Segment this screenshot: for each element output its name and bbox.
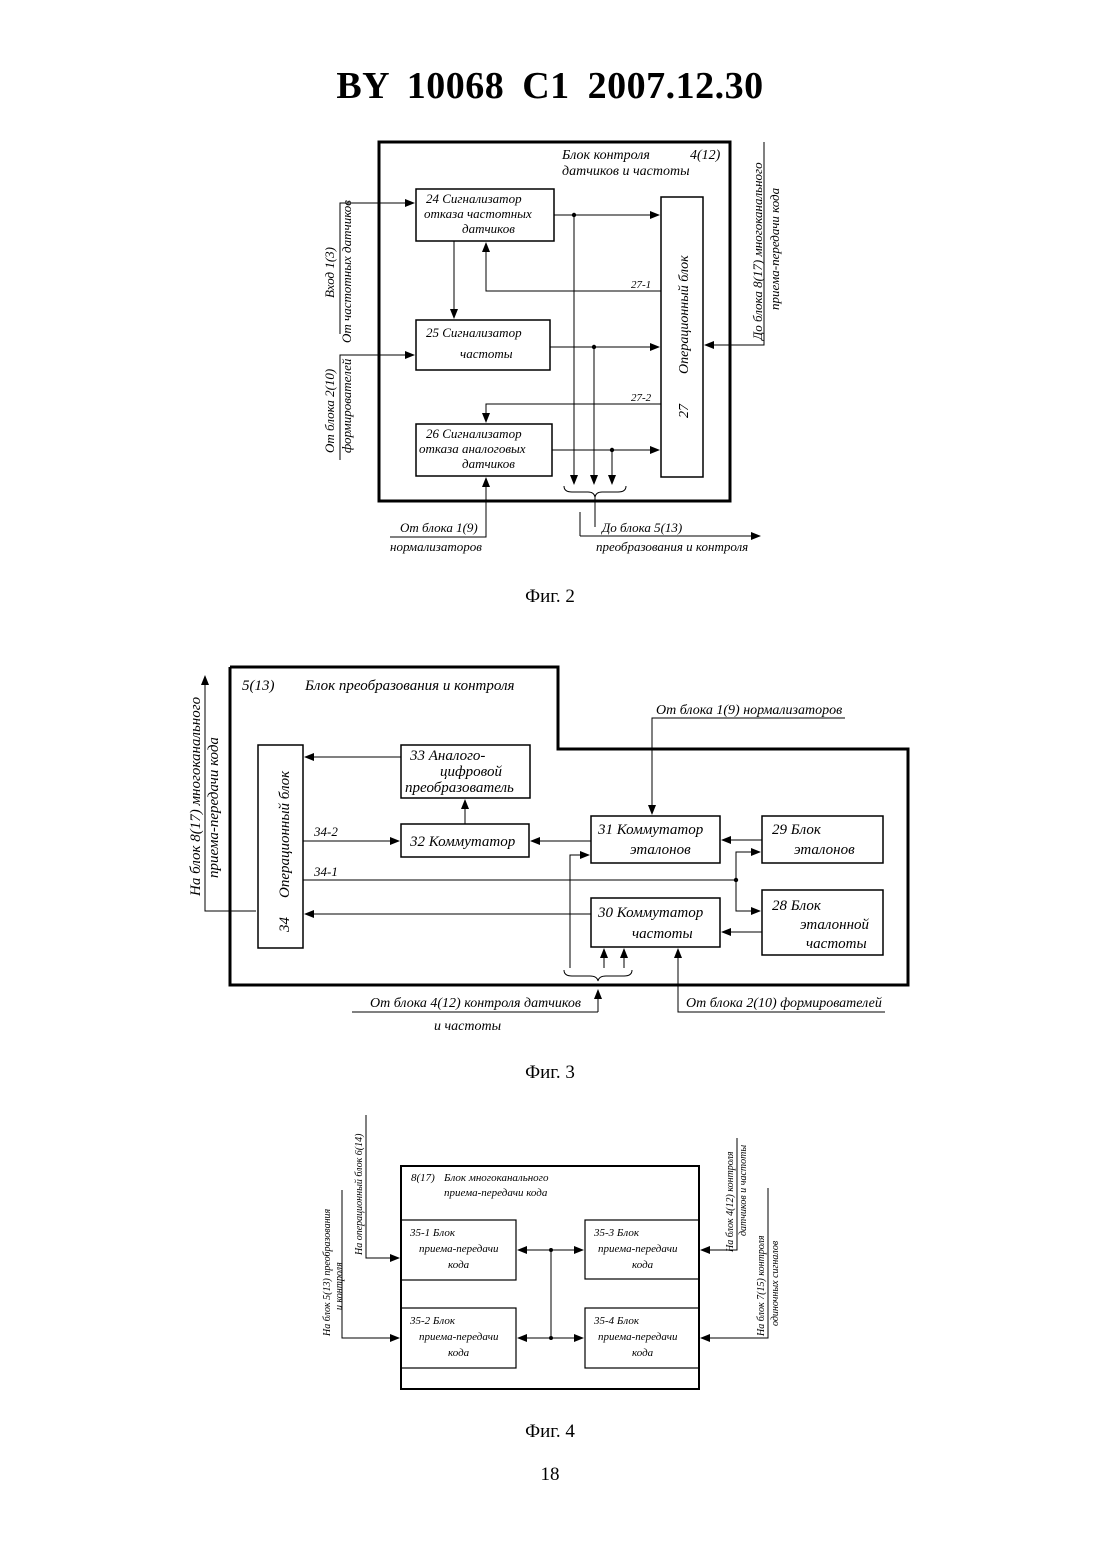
fig3-block-28-line1: 28 Блок bbox=[772, 898, 822, 914]
fig4-block-35-2-line1: 35-2 Блок bbox=[409, 1315, 456, 1327]
fig4-left1-line2: и контроля bbox=[334, 1262, 345, 1310]
fig4-block-35-3-line1: 35-3 Блок bbox=[593, 1227, 640, 1239]
fig2-frame-label-num: 4(12) bbox=[690, 148, 721, 163]
fig3-signal-34-1: 34-1 bbox=[313, 864, 338, 879]
fig3-block-34-label: Операционный блок bbox=[277, 770, 293, 898]
fig4-block-35-4-line2: приема-передачи bbox=[598, 1331, 678, 1343]
fig2-right-line1: До блока 8(17) многоканального bbox=[750, 162, 765, 342]
fig2-signal-27-1: 27-1 bbox=[631, 279, 651, 291]
fig2-bottom-in-line1: От блока 1(9) bbox=[400, 520, 478, 535]
fig3-block-29-line1: 29 Блок bbox=[772, 822, 822, 838]
fig2-left2-line1: От блока 2(10) bbox=[322, 369, 337, 453]
figure-3: 5(13) Блок преобразования и контроля Опе… bbox=[188, 667, 908, 1034]
fig4-block-35-2-line2: приема-передачи bbox=[419, 1331, 499, 1343]
fig3-block-29-line2: эталонов bbox=[794, 842, 855, 858]
fig4-caption: Фиг. 4 bbox=[0, 1421, 1100, 1443]
fig3-block-31-line2: эталонов bbox=[630, 842, 691, 858]
fig4-right2-line2: одиночных сигналов bbox=[770, 1240, 781, 1326]
page-number: 18 bbox=[0, 1464, 1100, 1486]
fig2-frame-label-line1: Блок контроля bbox=[561, 148, 650, 163]
fig2-block-24-line1: 24 Сигнализатор bbox=[426, 191, 522, 206]
fig4-right1-line2: датчиков и частоты bbox=[738, 1145, 749, 1236]
fig3-block-31-line1: 31 Коммутатор bbox=[597, 822, 704, 838]
fig2-block-25-line2: частоты bbox=[460, 346, 513, 361]
fig2-block-27-num: 27 bbox=[677, 403, 692, 418]
fig4-frame-num: 8(17) bbox=[411, 1172, 435, 1184]
fig2-block-24-line3: датчиков bbox=[462, 221, 515, 236]
fig4-left2: На операционный блок 6(14) bbox=[354, 1133, 365, 1256]
fig4-frame-line2: приема-передачи кода bbox=[444, 1187, 548, 1199]
fig3-signal-34-2: 34-2 bbox=[313, 824, 338, 839]
fig3-bottom-left-line1: От блока 4(12) контроля датчиков bbox=[370, 996, 581, 1011]
fig4-left1-line1: На блок 5(13) преобразования bbox=[322, 1208, 333, 1337]
fig4-block-35-1-line3: кода bbox=[448, 1259, 470, 1271]
fig4-right2-line1: На блок 7(15) контроля bbox=[756, 1235, 767, 1337]
fig4-block-35-1-line2: приема-передачи bbox=[419, 1243, 499, 1255]
fig2-left1-line1: Вход 1(3) bbox=[322, 247, 337, 298]
fig3-block-30-line2: частоты bbox=[632, 926, 693, 942]
fig2-bottom-out-line2: преобразования и контроля bbox=[596, 539, 748, 554]
fig3-caption: Фиг. 3 bbox=[0, 1062, 1100, 1084]
fig2-block-25-line1: 25 Сигнализатор bbox=[426, 325, 522, 340]
fig2-block-26-line3: датчиков bbox=[462, 456, 515, 471]
figure-4: 8(17) Блок многоканального приема-переда… bbox=[322, 1115, 781, 1389]
fig2-signal-27-2: 27-2 bbox=[631, 392, 652, 404]
fig4-block-35-3-line3: кода bbox=[632, 1259, 654, 1271]
fig4-block-35-3-line2: приема-передачи bbox=[598, 1243, 678, 1255]
fig3-left-line2: приема-передачи кода bbox=[206, 737, 222, 878]
fig3-block-33-line3: преобразователь bbox=[405, 780, 514, 796]
fig3-block-34-num: 34 bbox=[277, 917, 293, 934]
fig2-caption: Фиг. 2 bbox=[0, 586, 1100, 608]
fig2-bottom-in-line2: нормализаторов bbox=[390, 539, 482, 554]
fig3-frame-num: 5(13) bbox=[242, 678, 275, 694]
fig2-right-line2: приема-передачи кода bbox=[767, 187, 782, 310]
fig4-frame-line1: Блок многоканального bbox=[443, 1172, 549, 1184]
fig4-block-35-2-line3: кода bbox=[448, 1347, 470, 1359]
fig4-block-35-1-line1: 35-1 Блок bbox=[409, 1227, 456, 1239]
fig4-right1-line1: На блок 4(12) контроля bbox=[725, 1151, 736, 1253]
fig3-bottom-left-line2: и частоты bbox=[434, 1019, 501, 1034]
fig2-left1-line2: От частотных датчиков bbox=[339, 200, 354, 343]
fig3-block-30-line1: 30 Коммутатор bbox=[597, 905, 704, 921]
fig4-block-35-4-line3: кода bbox=[632, 1347, 654, 1359]
fig2-block-26-line2: отказа аналоговых bbox=[419, 441, 526, 456]
fig3-block-28-line2: эталонной bbox=[800, 917, 870, 933]
fig3-block-28-line3: частоты bbox=[806, 936, 867, 952]
fig2-block-26-line1: 26 Сигнализатор bbox=[426, 426, 522, 441]
fig3-bottom-right: От блока 2(10) формирователей bbox=[686, 996, 882, 1011]
fig2-block-24-line2: отказа частотных bbox=[424, 206, 532, 221]
fig3-frame-title: Блок преобразования и контроля bbox=[304, 678, 515, 694]
fig2-frame-label-line2: датчиков и частоты bbox=[562, 164, 690, 179]
fig3-block-32-line1: 32 Коммутатор bbox=[409, 834, 516, 850]
figure-2: Блок контроля 4(12) датчиков и частоты 2… bbox=[322, 142, 782, 554]
fig4-frame bbox=[401, 1166, 699, 1389]
fig3-block-33-line1: 33 Аналого- bbox=[409, 748, 485, 764]
fig2-left2-line2: формирователей bbox=[339, 358, 354, 453]
fig3-left-line1: На блок 8(17) многоканального bbox=[188, 696, 204, 897]
fig3-block-33-line2: цифровой bbox=[440, 764, 502, 780]
fig2-bottom-out-line1: До блока 5(13) bbox=[600, 520, 682, 535]
fig3-top-input: От блока 1(9) нормализаторов bbox=[656, 703, 842, 718]
fig4-block-35-4-line1: 35-4 Блок bbox=[593, 1315, 640, 1327]
fig2-block-27-label: Операционный блок bbox=[677, 255, 692, 374]
